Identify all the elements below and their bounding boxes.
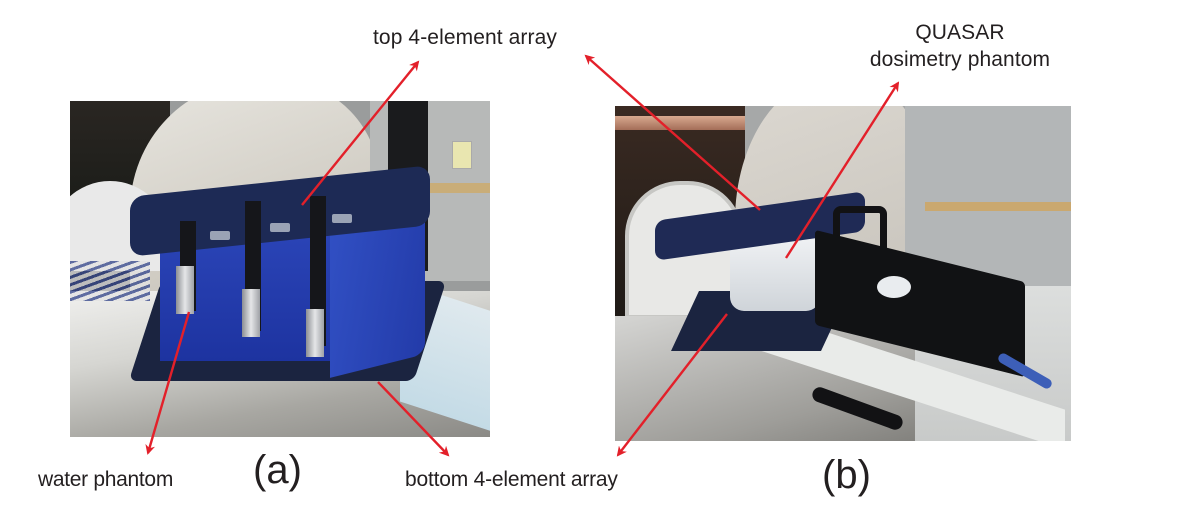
label-quasar-line1: QUASAR [915,21,1005,44]
wall-stripe [925,202,1071,211]
label-bottom-array: bottom 4-element array [405,468,618,491]
photo-panel-a [70,101,490,437]
quasar-logo-sticker [877,276,911,298]
coil-element-tag [210,231,230,240]
label-water-phantom: water phantom [38,468,174,491]
velcro-strap [310,196,326,346]
coil-element-tag [270,223,290,232]
metal-clip [176,266,194,314]
coil-element-tag [332,214,352,223]
panel-letter-a: (a) [253,448,302,492]
copper-pipe [615,116,745,130]
metal-clip [306,309,324,357]
metal-clip [242,289,260,337]
warning-sign [452,141,472,169]
coil-cables [70,261,150,301]
photo-panel-b [615,106,1071,441]
label-top-array: top 4-element array [373,26,557,49]
wall-stripe [425,183,490,193]
panel-letter-b: (b) [822,453,871,497]
label-quasar-line2: dosimetry phantom [869,48,1051,71]
